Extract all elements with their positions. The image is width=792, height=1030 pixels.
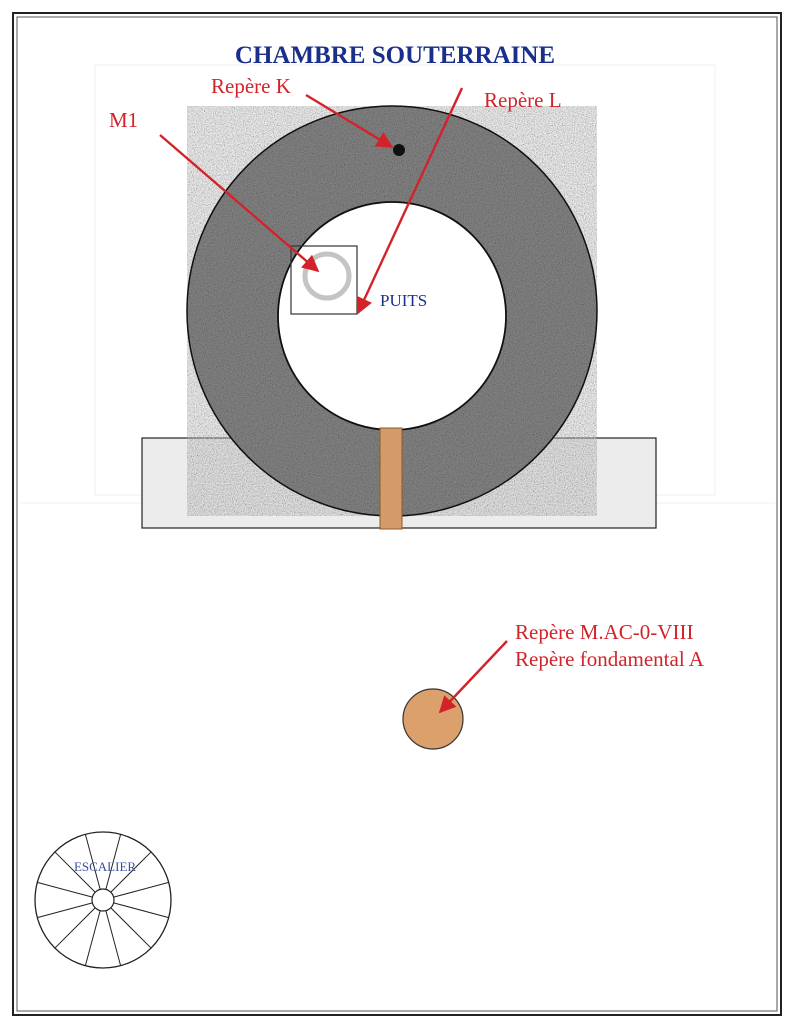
label-repere-k: Repère K — [211, 74, 291, 98]
label-m1: M1 — [109, 108, 138, 132]
arrow-repere-k — [305, 93, 394, 149]
stair-step — [113, 881, 169, 898]
stair-step — [113, 902, 169, 919]
label-repere-l: Repère L — [484, 88, 562, 112]
annotation-arrows — [159, 87, 508, 714]
label-repere-mac: Repère M.AC-0-VIII — [515, 620, 693, 644]
stair-step — [105, 834, 122, 890]
arrow-repere-mac — [438, 640, 508, 714]
repere-k-point — [393, 144, 405, 156]
spiral-stair-icon — [34, 831, 172, 969]
page-frame — [12, 12, 782, 1016]
stair-step — [84, 834, 101, 890]
stair-step — [84, 910, 101, 966]
stair-step — [110, 851, 152, 893]
arrow-repere-l — [356, 87, 464, 315]
arrow-m1 — [159, 134, 320, 273]
label-puits: PUITS — [380, 291, 427, 310]
stair-step — [37, 902, 93, 919]
m1-marker — [290, 245, 358, 315]
page-title: CHAMBRE SOUTERRAINE — [235, 42, 555, 69]
stair-step — [54, 907, 96, 949]
label-escalier: ESCALIER — [74, 859, 136, 874]
stair-step — [54, 851, 96, 893]
channel-beam — [379, 427, 403, 530]
puits-opening — [277, 201, 507, 431]
stair-step — [37, 881, 93, 898]
stair-step — [110, 907, 152, 949]
label-repere-fondamental: Repère fondamental A — [515, 647, 705, 671]
stair-step — [105, 910, 122, 966]
